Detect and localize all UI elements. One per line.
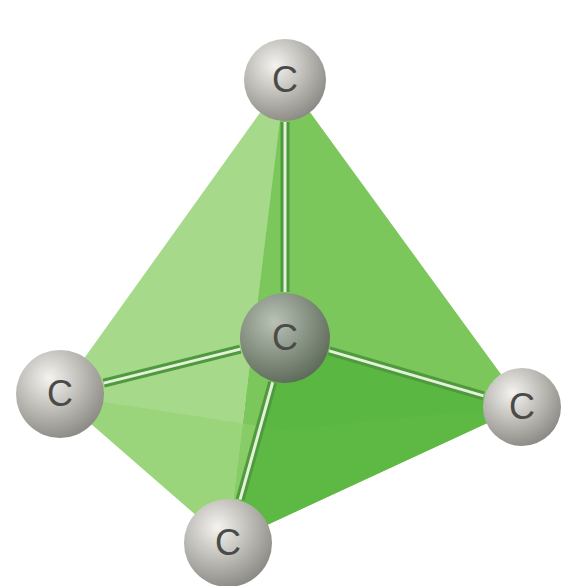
bond-highlight (329, 351, 483, 396)
bond-outer (329, 351, 483, 396)
chemical-bond (329, 351, 483, 396)
chemical-bond (285, 122, 286, 292)
chemical-bond (240, 382, 273, 499)
sphere-body (483, 368, 561, 446)
bond-highlight (284, 122, 287, 292)
bond-highlight (240, 382, 273, 499)
bond-outer (104, 349, 241, 383)
bond-outer (240, 382, 273, 499)
atom-symbol: C (509, 389, 535, 425)
chemical-bond (104, 349, 241, 383)
carbon-atom: C (15, 349, 105, 439)
carbon-atom: C (243, 38, 327, 122)
atom-symbol: C (47, 376, 73, 412)
sphere-body (184, 499, 272, 586)
right-face (228, 78, 524, 543)
sphere-body (240, 293, 330, 383)
atom-symbol: C (272, 62, 298, 98)
carbon-atom: C (183, 498, 273, 586)
atom-symbol: C (272, 320, 298, 356)
bond-highlight (104, 349, 241, 383)
sphere-body (16, 350, 104, 438)
atom-symbol: C (215, 525, 241, 561)
carbon-atom: C (239, 292, 331, 384)
bond-outer (281, 122, 290, 292)
sphere-body (244, 39, 326, 121)
carbon-atom: C (482, 367, 562, 447)
